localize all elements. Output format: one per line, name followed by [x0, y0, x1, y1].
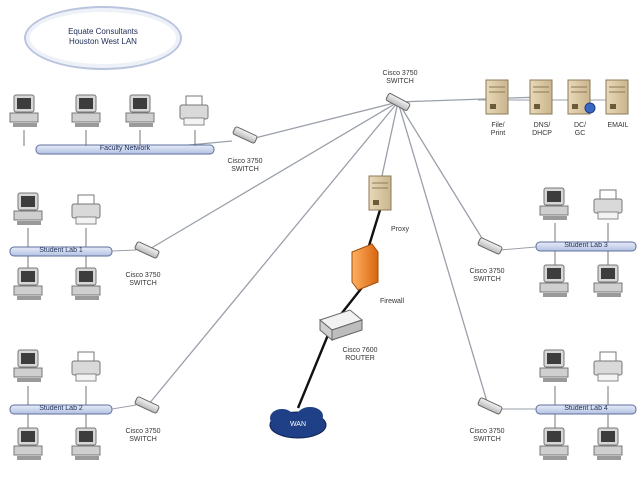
faculty-switch-icon[interactable]	[231, 125, 259, 145]
left-mid-bus-label: Student Lab 1	[39, 247, 83, 254]
email-server-icon[interactable]	[605, 79, 629, 115]
router-icon[interactable]	[318, 309, 364, 342]
wan-path	[296, 209, 382, 409]
pc-icon[interactable]	[13, 267, 43, 301]
right-bottom-bus-label: Student Lab 4	[564, 405, 608, 412]
left-mid-lan	[9, 192, 161, 301]
firewall-label: Firewall	[379, 298, 405, 305]
left-bottom-switch-icon[interactable]	[133, 395, 161, 415]
right-bottom-lan	[476, 349, 637, 461]
proxy-server-icon[interactable]	[368, 175, 392, 211]
pc-icon[interactable]	[71, 94, 101, 128]
title-line-2: Houston West LAN	[69, 37, 137, 46]
pc-icon[interactable]	[593, 427, 623, 461]
pc-icon[interactable]	[125, 94, 155, 128]
right-mid-bus	[535, 241, 637, 252]
left-bottom-bus	[9, 404, 113, 415]
file-print-server-icon[interactable]	[485, 79, 509, 115]
faculty-network	[9, 94, 259, 155]
core-switch-icon[interactable]	[385, 92, 411, 112]
server-label-file-print: File/Print	[490, 122, 506, 137]
right-bottom-switch-icon[interactable]	[476, 396, 504, 416]
core-switch-label-line1: Cisco 3750	[382, 70, 418, 77]
server-label-dns-dhcp: DNS/DHCP	[532, 122, 552, 137]
wan-label: WAN	[289, 421, 307, 428]
pc-icon[interactable]	[539, 349, 569, 383]
link-core-right-bottom	[397, 101, 489, 406]
printer-icon[interactable]	[593, 351, 623, 382]
printer-icon[interactable]	[179, 95, 209, 126]
link-core-right-mid	[397, 101, 489, 249]
pc-icon[interactable]	[539, 187, 569, 221]
link-core-left-mid	[147, 101, 399, 251]
left-bottom-lan	[9, 349, 161, 461]
left-mid-bus	[9, 246, 113, 257]
left-mid-switch-icon[interactable]	[133, 240, 161, 260]
right-mid-lan	[476, 187, 637, 298]
firewall-icon[interactable]	[351, 243, 379, 291]
printer-icon[interactable]	[71, 194, 101, 225]
printer-icon[interactable]	[71, 351, 101, 382]
right-mid-bus-label: Student Lab 3	[564, 242, 608, 249]
server-row	[478, 79, 629, 115]
pc-icon[interactable]	[539, 264, 569, 298]
left-bottom-bus-label: Student Lab 2	[39, 405, 83, 412]
server-label-dc-gc: DC/GC	[573, 122, 587, 137]
wan-cloud-icon[interactable]	[269, 407, 327, 439]
printer-icon[interactable]	[593, 189, 623, 220]
dns-dhcp-server-icon[interactable]	[529, 79, 553, 115]
pc-icon[interactable]	[71, 427, 101, 461]
link-core-proxy	[379, 101, 399, 186]
faculty-bus-label: Faculty Network	[99, 145, 151, 152]
pc-icon[interactable]	[71, 267, 101, 301]
core-switch-label: Cisco 3750 SWITCH	[370, 70, 430, 86]
lan-title-badge: Equate Consultants Houston West LAN	[24, 6, 182, 70]
link-core-faculty	[254, 101, 399, 139]
links	[134, 96, 541, 406]
link-core-servers	[397, 96, 541, 103]
pc-icon[interactable]	[13, 349, 43, 383]
pc-icon[interactable]	[593, 264, 623, 298]
pc-icon[interactable]	[539, 427, 569, 461]
pc-icon[interactable]	[13, 427, 43, 461]
link-core-left-bottom	[147, 101, 399, 406]
proxy-label: Proxy	[391, 226, 409, 233]
server-globe-icon	[584, 102, 596, 114]
core-switch-label-line2: SWITCH	[386, 78, 414, 85]
title-line-1: Equate Consultants	[68, 27, 138, 36]
pc-icon[interactable]	[9, 94, 39, 128]
right-mid-switch-icon[interactable]	[476, 236, 504, 256]
pc-icon[interactable]	[13, 192, 43, 226]
server-label-email: EMAIL	[607, 122, 629, 129]
faculty-bus	[35, 144, 215, 155]
